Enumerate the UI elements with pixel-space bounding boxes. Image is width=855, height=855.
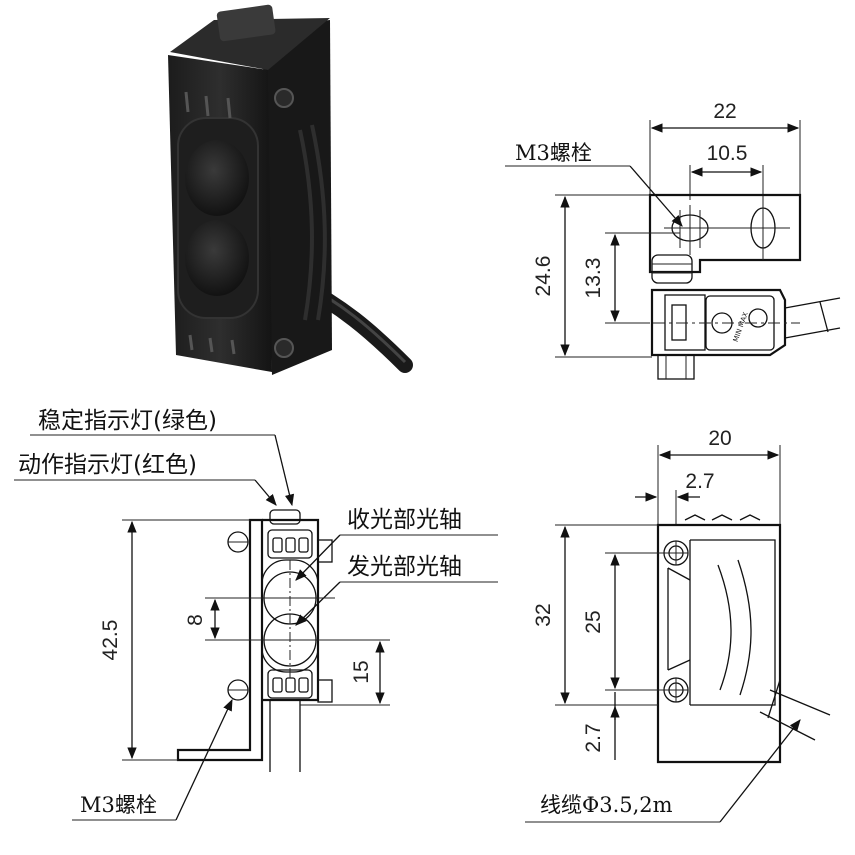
dim-front-axis-height: 15 [350, 660, 373, 683]
front-view-drawing: 稳定指示灯(绿色) 动作指示灯(红色) 收光部光轴 发光部光轴 [14, 408, 498, 821]
dim-top-width: 22 [713, 100, 736, 123]
dim-side-hole-spacing: 25 [582, 610, 605, 633]
dim-side-bottom-offset: 2.7 [582, 723, 605, 752]
dim-top-height: 24.6 [532, 256, 555, 297]
label-stable-indicator: 稳定指示灯(绿色) [38, 408, 217, 434]
label-m3-bolt-top: M3螺栓 [515, 141, 592, 165]
top-view-drawing: 22 10.5 MIN MAX [505, 100, 841, 380]
sensor-photo [168, 4, 413, 375]
label-emitter-axis: 发光部光轴 [347, 554, 462, 580]
dim-side-width: 20 [708, 427, 731, 450]
dim-side-offset: 2.7 [685, 470, 714, 493]
label-receiver-axis: 收光部光轴 [347, 507, 462, 533]
dim-side-height: 32 [532, 603, 555, 626]
side-view-drawing: 20 2.7 32 [525, 427, 831, 823]
label-operation-indicator: 动作指示灯(红色) [18, 452, 197, 478]
dim-top-hole-spacing: 10.5 [707, 142, 748, 165]
dim-front-axis-spacing: 8 [184, 614, 207, 626]
knob-min-max: MIN MAX [732, 311, 750, 343]
dim-top-hole-height: 13.3 [582, 258, 605, 299]
label-cable: 线缆Φ3.5,2m [540, 793, 673, 817]
label-m3-bolt-bottom: M3螺栓 [80, 793, 157, 817]
dim-front-height: 42.5 [99, 620, 122, 661]
